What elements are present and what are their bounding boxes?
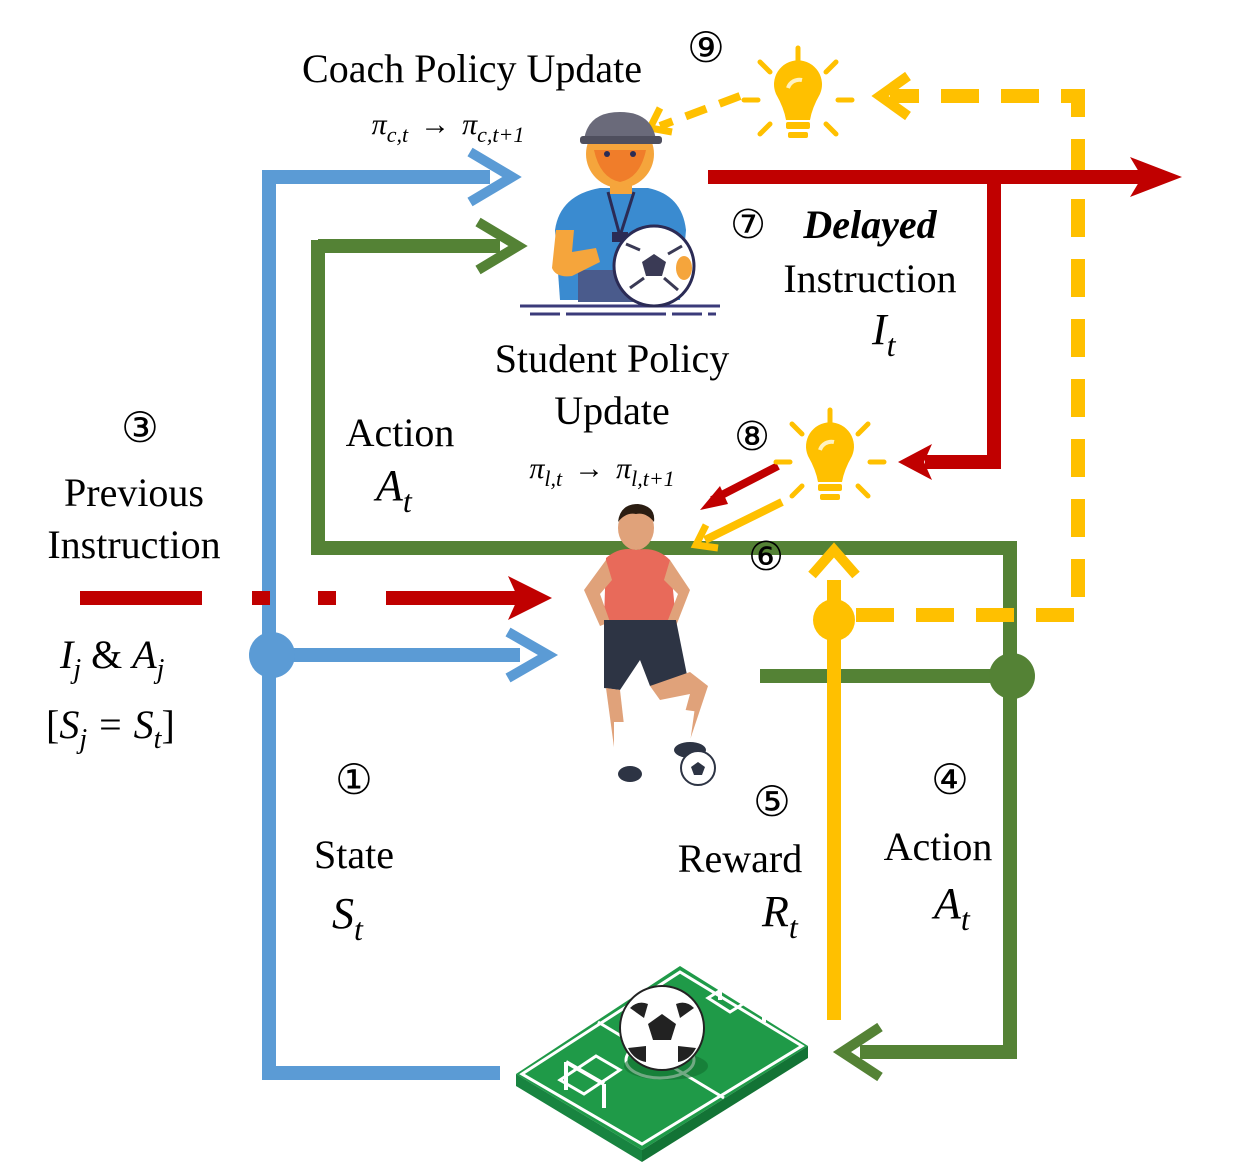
coach-update-dashed <box>658 92 742 130</box>
action-right-symbol: At <box>931 879 971 937</box>
coach-icon <box>520 112 720 316</box>
step-8: ⑧ <box>734 414 770 460</box>
student-update-arrowhead-yellow <box>690 523 719 552</box>
instruction-line-down <box>925 177 1001 469</box>
instruction-arrowhead-right <box>1130 157 1182 197</box>
reward-flow <box>658 89 1085 1020</box>
student-update-formula: πl,t→πl,t+1 <box>529 452 674 491</box>
action-right-label: Action <box>884 824 993 869</box>
reward-arrowhead-bulb <box>808 542 860 579</box>
step-4: ④ <box>931 755 969 804</box>
step-9: ⑨ <box>687 23 725 72</box>
state-flow <box>262 170 520 1080</box>
action-arrowhead-field <box>832 1022 883 1082</box>
student-update-line2: Update <box>554 388 670 433</box>
previous-label: Previous <box>64 470 204 515</box>
action-arrowheads <box>475 217 883 1082</box>
prev-instruction-arrowhead <box>508 576 552 620</box>
state-arrowheads <box>467 147 559 683</box>
coach-update-title: Coach Policy Update <box>302 46 642 91</box>
step-5: ⑤ <box>753 777 791 826</box>
state-arrowhead-coach <box>467 147 522 207</box>
previous-instruction-label: Instruction <box>47 522 220 567</box>
previous-instruction-symbols: Ij&Aj <box>59 632 165 685</box>
student-player-icon <box>584 504 716 786</box>
step-7: ⑦ <box>730 202 766 248</box>
state-symbol: St <box>332 889 364 947</box>
delayed-instruction-label: Instruction <box>783 256 956 301</box>
state-arrowhead-student <box>505 627 559 683</box>
coach-update-formula: πc,t→πc,t+1 <box>372 108 525 147</box>
state-junction <box>249 632 295 678</box>
state-label: State <box>314 832 394 877</box>
student-bulb-icon <box>773 407 887 500</box>
state-line <box>262 170 500 1080</box>
action-junction <box>989 653 1035 699</box>
action-line-to-coach <box>311 240 1017 1059</box>
instruction-arrowhead-student <box>700 486 728 510</box>
reward-junction <box>813 599 855 641</box>
action-left-label: Action <box>346 410 455 455</box>
student-update-line1: Student Policy <box>495 336 729 381</box>
action-flow <box>311 239 1017 1059</box>
previous-state-condition: [Sj=St] <box>46 702 175 755</box>
instruction-arrowhead-bulb <box>898 444 932 480</box>
reward-symbol: Rt <box>761 887 799 945</box>
step-3: ③ <box>121 403 159 452</box>
step-1: ① <box>335 755 373 804</box>
step-6: ⑥ <box>748 534 784 580</box>
instruction-arrowheads <box>508 157 1182 620</box>
reward-label: Reward <box>678 836 802 881</box>
reward-dashed-line <box>856 89 1085 622</box>
action-arrowhead-coach <box>475 217 528 275</box>
delayed-instruction-symbol: It <box>871 305 897 363</box>
field-icon <box>516 966 808 1162</box>
reward-dashed-arrowhead <box>871 71 911 121</box>
coach-bulb-icon <box>741 45 855 138</box>
student-update-line-yellow <box>703 498 784 544</box>
action-left-symbol: At <box>373 461 413 519</box>
delayed-label: Delayed <box>802 202 937 247</box>
